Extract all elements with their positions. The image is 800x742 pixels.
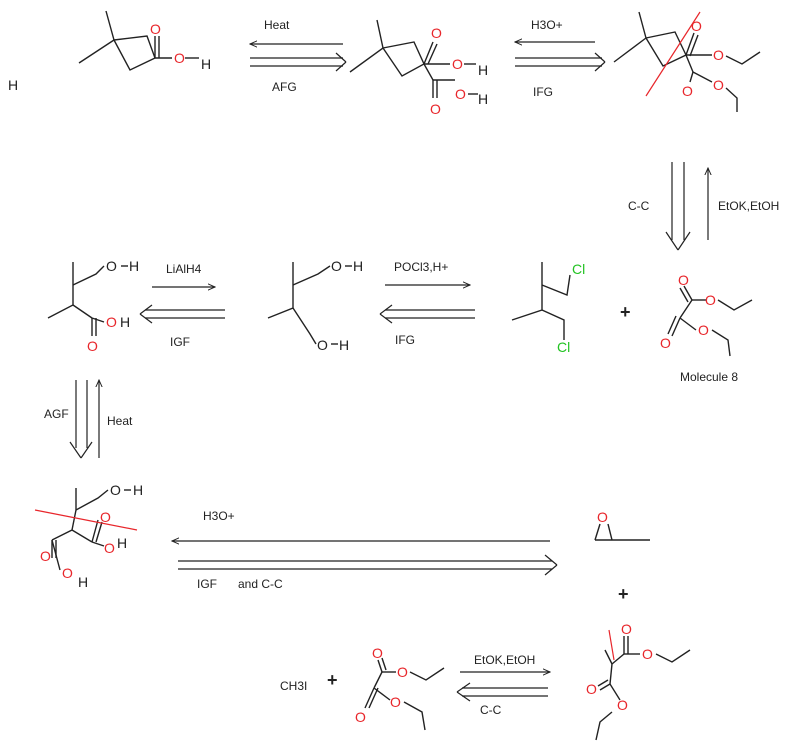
oxygen-atom: O — [40, 548, 51, 564]
oxygen-atom: O — [682, 83, 693, 99]
oxygen-atom: O — [431, 25, 442, 41]
plus-sign: + — [620, 302, 631, 322]
plus-sign: + — [618, 584, 629, 604]
molecule-hydroxy-diacid: O H O O H O O H — [34, 482, 143, 590]
oxygen-atom: O — [597, 509, 608, 525]
plus-sign: + — [327, 670, 338, 690]
oxygen-atom: O — [660, 335, 671, 351]
label-pocl3: POCl3,H+ — [394, 260, 448, 274]
oxygen-atom: O — [355, 709, 366, 725]
hydrogen-atom: H — [478, 62, 488, 78]
disconnection-line — [34, 509, 138, 531]
hydrogen-atom: H — [129, 258, 139, 274]
label-molecule-8: Molecule 8 — [680, 370, 738, 384]
molecule-dimethylcyclopentane-diester: O O O O — [613, 11, 761, 112]
oxygen-atom: O — [100, 509, 111, 525]
oxygen-atom: O — [452, 56, 463, 72]
oxygen-atom: O — [390, 694, 401, 710]
oxygen-atom: O — [678, 272, 689, 288]
molecule-dimethylcyclopentane-dicarboxylic-acid: O O H O O H — [349, 19, 488, 117]
label-heat-left: Heat — [107, 414, 133, 428]
label-lialh4: LiAlH4 — [166, 262, 202, 276]
molecule-dichloride: Cl Cl — [511, 261, 585, 355]
stray-h-label: H — [8, 77, 18, 93]
hydrogen-atom: H — [201, 56, 211, 72]
oxygen-atom: O — [104, 540, 115, 556]
molecule-8-diethyl-malonate: O O O O — [660, 272, 753, 357]
oxygen-atom: O — [430, 101, 441, 117]
oxygen-atom: O — [106, 258, 117, 274]
molecule-propylene-oxide: O — [594, 509, 650, 541]
oxygen-atom: O — [174, 50, 185, 66]
label-heat: Heat — [264, 18, 290, 32]
oxygen-atom: O — [698, 322, 709, 338]
label-ch3i: CH3I — [280, 679, 307, 693]
oxygen-atom: O — [397, 664, 408, 680]
label-h3o: H3O+ — [531, 18, 563, 32]
oxygen-atom: O — [713, 47, 724, 63]
hydrogen-atom: H — [133, 482, 143, 498]
molecule-diol: O H O H — [267, 258, 363, 353]
hydrogen-atom: H — [339, 337, 349, 353]
label-and-cc: and C-C — [238, 577, 283, 591]
oxygen-atom: O — [705, 292, 716, 308]
oxygen-atom: O — [331, 258, 342, 274]
oxygen-atom: O — [713, 77, 724, 93]
oxygen-atom: O — [106, 314, 117, 330]
label-cc: C-C — [628, 199, 650, 213]
oxygen-atom: O — [586, 681, 597, 697]
label-etok-etoh: EtOK,EtOH — [718, 199, 779, 213]
oxygen-atom: O — [642, 646, 653, 662]
oxygen-atom: O — [617, 697, 628, 713]
label-ifg-mid: IFG — [395, 333, 415, 347]
chlorine-atom: Cl — [557, 339, 570, 355]
disconnection-line — [608, 629, 615, 661]
molecule-diethyl-malonate-bottom: O O O O — [355, 645, 445, 731]
label-agf: AGF — [44, 407, 69, 421]
oxygen-atom: O — [62, 565, 73, 581]
oxygen-atom: O — [691, 18, 702, 34]
label-h3o-bottom: H3O+ — [203, 509, 235, 523]
hydrogen-atom: H — [353, 258, 363, 274]
hydrogen-atom: H — [478, 91, 488, 107]
molecule-hydroxy-acid: O H O H O — [47, 258, 139, 354]
hydrogen-atom: H — [117, 535, 127, 551]
chlorine-atom: Cl — [572, 261, 585, 277]
label-afg: AFG — [272, 80, 297, 94]
oxygen-atom: O — [87, 338, 98, 354]
oxygen-atom: O — [150, 21, 161, 37]
molecule-methylmalonate: O O O O — [586, 621, 691, 741]
oxygen-atom: O — [621, 621, 632, 637]
label-igf-bottom: IGF — [197, 577, 217, 591]
label-ifg: IFG — [533, 85, 553, 99]
oxygen-atom: O — [110, 482, 121, 498]
hydrogen-atom: H — [120, 314, 130, 330]
label-cc-bottom: C-C — [480, 703, 502, 717]
label-etok-etoh-bottom: EtOK,EtOH — [474, 653, 535, 667]
oxygen-atom: O — [455, 86, 466, 102]
oxygen-atom: O — [317, 337, 328, 353]
disconnection-line — [645, 11, 701, 97]
hydrogen-atom: H — [78, 574, 88, 590]
oxygen-atom: O — [372, 645, 383, 661]
molecule-dimethylcyclopentane-carboxylic-acid: O O H — [78, 10, 211, 72]
label-igf-mid: IGF — [170, 335, 190, 349]
